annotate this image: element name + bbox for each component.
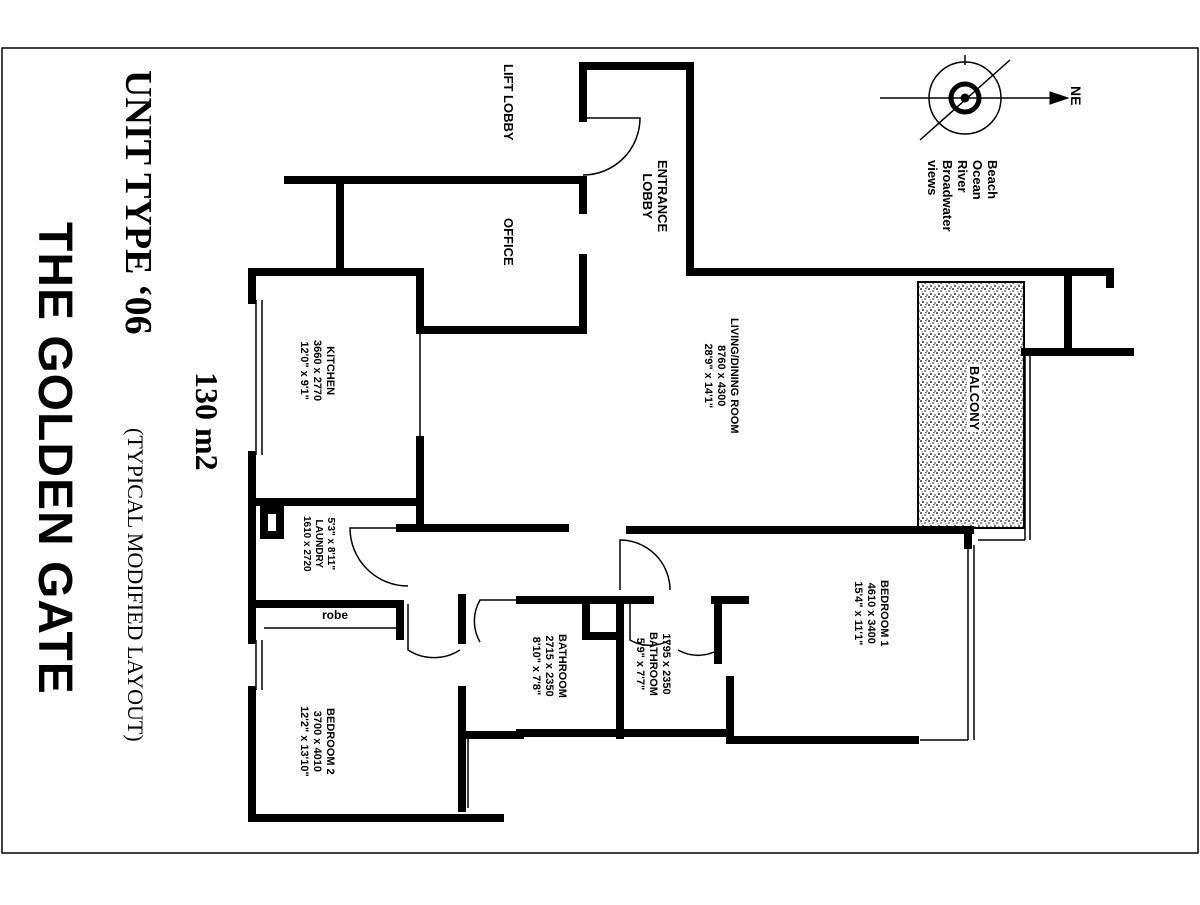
room-name: LAUNDRY — [313, 519, 324, 569]
bedroom2-label: BEDROOM 2 3700 x 4010 12'2" x 13'10" — [297, 706, 336, 777]
robe-label: robe — [322, 608, 349, 622]
room-name: BATHROOM — [556, 634, 568, 698]
compass-direction: NE — [1068, 86, 1084, 106]
bathroom2-label: 1795 x 2350 BATHROOM 5'9" x 7'7" — [633, 632, 672, 696]
room-size-imperial: 8'10" x 7'8" — [530, 636, 542, 696]
entrance-lobby-line: ENTRANCE — [655, 160, 670, 233]
room-size-imperial: 15'4" x 11'1" — [852, 581, 864, 646]
unit-type-title: UNIT TYPE ‘06 — [117, 70, 159, 335]
layout-note: (TYPICAL MODIFIED LAYOUT) — [123, 428, 148, 742]
room-size-imperial: 12'0" x 9'1" — [298, 341, 310, 400]
living-room-label: LIVING/DINING ROOM 8760 x 4300 28'9" x 1… — [701, 318, 740, 434]
balcony-label: BALCONY — [967, 364, 982, 433]
room-size-metric: 1795 x 2350 — [660, 633, 672, 695]
views-list: Beach Ocean River Broadwater views — [925, 160, 1000, 232]
walls — [248, 62, 1134, 822]
window-lines — [255, 300, 1031, 808]
room-size-metric: 3700 x 4010 — [311, 710, 323, 772]
view-item: Ocean — [970, 160, 985, 200]
room-size-metric: 4610 x 3400 — [865, 582, 877, 644]
room-size-imperial: 12'2" x 13'10" — [298, 706, 310, 777]
entrance-lobby-label: ENTRANCE LOBBY — [640, 160, 670, 232]
laundry-label: 5'3" x 8'11" LAUNDRY 1610 x 2720 — [300, 516, 336, 572]
view-item: Beach — [985, 160, 1000, 200]
area-label: 130 m2 — [189, 372, 225, 471]
bedroom1-label: BEDROOM 1 4610 x 3400 15'4" x 11'1" — [851, 580, 890, 647]
page-frame — [1, 47, 1199, 854]
room-size-imperial: 28'9" x 14'1" — [702, 343, 714, 409]
entrance-lobby-line: LOBBY — [640, 173, 655, 219]
brand-logo-text: THE GOLDEN GATE — [28, 222, 81, 695]
lift-lobby-label: LIFT LOBBY — [501, 64, 516, 141]
room-name: BATHROOM — [647, 632, 659, 696]
view-item: views — [925, 160, 940, 196]
kitchen-label: KITCHEN 3660 x 2770 12'0" x 9'1" — [297, 340, 336, 401]
room-size-metric: 8760 x 4300 — [715, 345, 727, 407]
room-name: BEDROOM 2 — [324, 708, 336, 775]
compass-rose — [880, 55, 1070, 141]
room-size-imperial: 5'9" x 7'7" — [634, 637, 646, 691]
view-item: River — [955, 160, 970, 193]
door-swings — [349, 117, 719, 659]
room-size-metric: 3660 x 2770 — [311, 340, 323, 402]
room-name: KITCHEN — [324, 346, 336, 396]
room-name: BEDROOM 1 — [878, 580, 890, 647]
room-name: LIVING/DINING ROOM — [728, 318, 740, 434]
room-size-imperial: 5'3" x 8'11" — [325, 517, 336, 571]
room-size-metric: 1610 x 2720 — [301, 516, 312, 572]
view-item: Broadwater — [940, 160, 955, 232]
bathroom-label: BATHROOM 2715 x 2350 8'10" x 7'8" — [529, 634, 568, 698]
room-size-metric: 2715 x 2350 — [543, 635, 555, 697]
office-label: OFFICE — [501, 218, 516, 266]
